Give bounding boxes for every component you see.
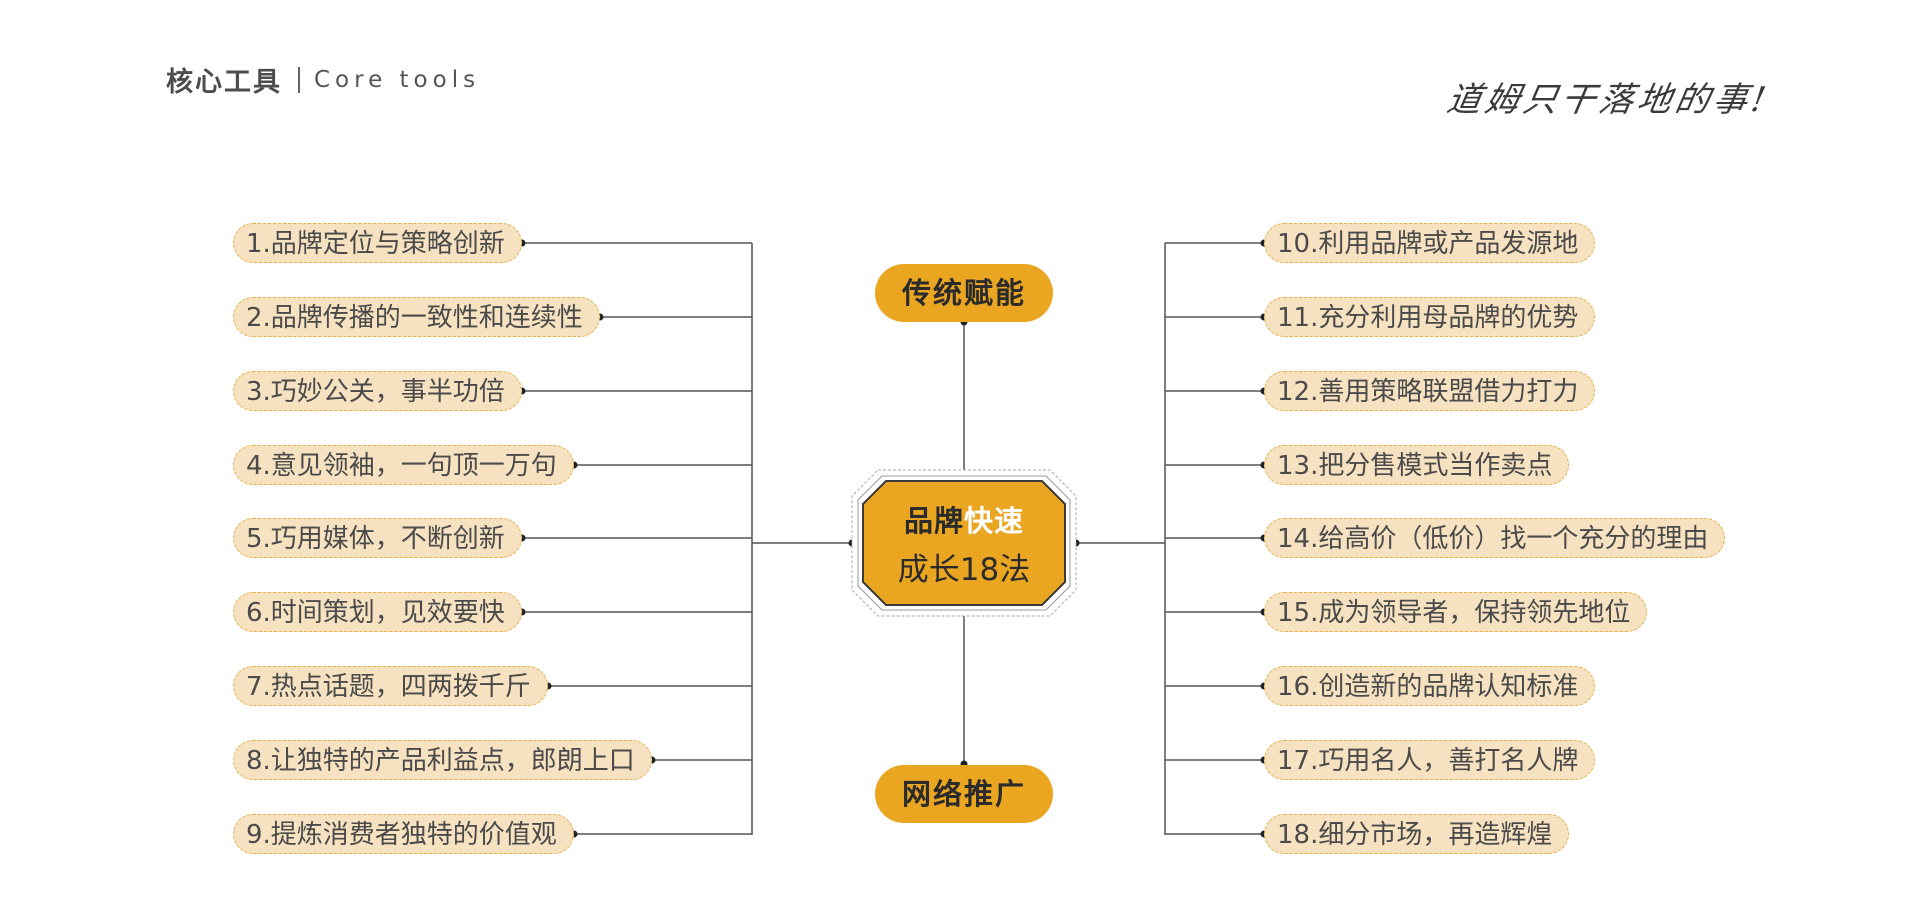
center-title-highlight: 快速 (964, 503, 1025, 538)
right-item-16: 16.创造新的品牌认知标准 (1264, 666, 1596, 706)
left-item-8: 8.让独特的产品利益点，郎朗上口 (233, 740, 652, 780)
left-item-9: 9.提炼消费者独特的价值观 (233, 814, 574, 854)
center-title-part1: 品牌 (903, 503, 964, 538)
right-item-11: 11.充分利用母品牌的优势 (1264, 297, 1596, 337)
left-item-3: 3.巧妙公关，事半功倍 (233, 371, 522, 411)
header-divider (298, 66, 300, 93)
center-node: 品牌快速 成长18法 (852, 470, 1076, 616)
left-item-5: 5.巧用媒体，不断创新 (233, 518, 522, 558)
right-item-12: 12.善用策略联盟借力打力 (1264, 371, 1596, 411)
left-item-6: 6.时间策划，见效要快 (233, 592, 522, 632)
center-subtitle: 成长18法 (897, 551, 1031, 588)
left-item-4: 4.意见领袖，一句顶一万句 (233, 445, 574, 485)
right-item-14: 14.给高价（低价）找一个充分的理由 (1264, 518, 1726, 558)
header-title-en: Core tools (314, 66, 481, 93)
right-item-15: 15.成为领导者，保持领先地位 (1264, 592, 1648, 632)
right-item-10: 10.利用品牌或产品发源地 (1264, 223, 1596, 263)
page-header: 核心工具 Core tools (166, 60, 480, 99)
category-online: 网络推广 (875, 765, 1053, 823)
right-item-13: 13.把分售模式当作卖点 (1264, 445, 1570, 485)
left-item-1: 1.品牌定位与策略创新 (233, 223, 522, 263)
header-title-cn: 核心工具 (166, 67, 282, 98)
right-item-17: 17.巧用名人，善打名人牌 (1264, 740, 1596, 780)
center-title: 品牌快速 (904, 498, 1024, 540)
category-traditional: 传统赋能 (875, 264, 1053, 322)
center-octagon (851, 469, 1077, 617)
left-item-7: 7.热点话题，四两拨千斤 (233, 666, 548, 706)
right-item-18: 18.细分市场，再造辉煌 (1264, 814, 1570, 854)
left-item-2: 2.品牌传播的一致性和连续性 (233, 297, 600, 337)
